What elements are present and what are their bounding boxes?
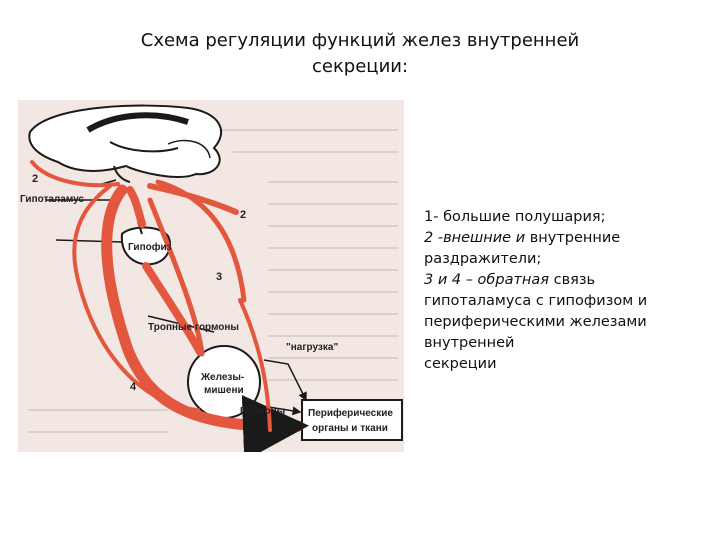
legend-line-2-rest: внутренние <box>525 230 621 246</box>
arrow-pituitary-to-glands <box>142 262 204 356</box>
brain-illustration <box>28 104 223 183</box>
label-load: "нагрузка" <box>286 342 338 353</box>
arrow-stimuli-right <box>155 179 247 303</box>
legend-line-6: периферическими железами <box>424 314 647 330</box>
legend-line-8: секреции <box>424 356 497 372</box>
regulation-diagram: 2 Гипоталамус 2 Гипофиз 3 Тропные гормон… <box>18 100 404 452</box>
label-target-glands-2: мишени <box>204 385 244 396</box>
legend-line-2: 2 -внешние и внутренние <box>424 228 714 249</box>
label-peripheral-2: органы и ткани <box>312 423 388 434</box>
legend-line-7: внутренней <box>424 335 515 351</box>
diagram-canvas: 2 Гипоталамус 2 Гипофиз 3 Тропные гормон… <box>18 100 404 452</box>
label-peripheral-1: Периферические <box>308 407 393 419</box>
legend-line-4-italic: 3 и 4 – обратная <box>424 272 549 288</box>
arrow-hypothalamus-to-pituitary <box>126 186 146 228</box>
legend-text: 1- большие полушария; 2 -внешние и внутр… <box>424 207 714 375</box>
arrow-feedback-4 <box>72 184 200 412</box>
title-line-2: секреции: <box>311 56 409 77</box>
label-hypothalamus: Гипоталамус <box>20 194 84 205</box>
legend-line-1: 1- большие полушария; <box>424 209 606 225</box>
arrow-feedback-3 <box>147 197 205 357</box>
label-target-glands-1: Железы- <box>200 372 244 383</box>
label-num-2b: 2 <box>240 209 246 221</box>
label-num-2a: 2 <box>32 173 38 185</box>
faded-text-lines <box>28 129 398 433</box>
slide-title: Схема регуляции функций желез внутренней… <box>100 28 620 80</box>
label-tropic-hormones: Тропные гормоны <box>148 322 239 333</box>
label-num-3: 3 <box>216 271 222 283</box>
red-arrows <box>30 160 309 452</box>
legend-line-5: гипоталамуса с гипофизом и <box>424 293 648 309</box>
peripheral-organs-box <box>301 399 403 441</box>
label-hormones: Гормоны <box>240 406 285 417</box>
label-num-4: 4 <box>130 381 137 393</box>
legend-line-4-rest: связь <box>549 272 596 288</box>
label-pituitary: Гипофиз <box>128 241 172 253</box>
legend-line-2-italic: 2 -внешние и <box>424 230 526 246</box>
title-line-1: Схема регуляции функций желез внутренней <box>140 30 580 51</box>
arrow-load <box>238 298 272 432</box>
legend-line-4: 3 и 4 – обратная связь <box>424 270 714 291</box>
arrow-hypothalamus-to-periphery <box>101 184 309 452</box>
arrow-stimuli-2a <box>30 160 120 188</box>
legend-line-3: раздражители; <box>424 251 542 267</box>
